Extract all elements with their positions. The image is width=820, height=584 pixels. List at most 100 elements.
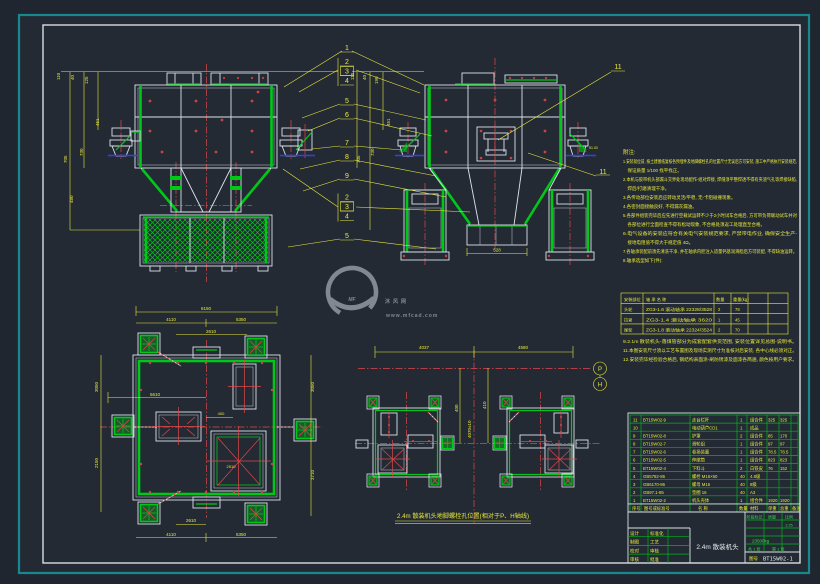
dim-label: 5350: [236, 532, 247, 537]
bom-cell: A3: [750, 490, 756, 495]
balloon-11b: 11: [599, 169, 606, 176]
anchor-pad: [244, 502, 268, 526]
balloon-11a: 11: [614, 64, 621, 71]
bearing-header-cell: 重量(kg): [733, 296, 749, 303]
bom-cell: 组合件: [750, 432, 764, 439]
balloon-1: 1: [345, 45, 349, 52]
bom-cell: 组合件: [750, 441, 764, 448]
bearing-header-cell: 轴 承 名 称: [646, 296, 666, 303]
bearing-header-cell: 安装部位: [624, 296, 641, 303]
bom-cell: GB6170-86: [643, 482, 666, 487]
bom-cell: GB5782-86: [643, 474, 666, 479]
right-leg: [545, 167, 595, 261]
bolt-dots: [148, 90, 260, 154]
note-line: 12.安装完毕经检验合格后, 钢结构表面涂-刷防锈漆及面漆各两遍, 颜色按用户要…: [623, 356, 797, 363]
bom-header: 序号图号或标准号名 称数量材料单重总重备注: [632, 505, 801, 512]
anchor-pad: [244, 335, 268, 359]
sign-label: 设计: [630, 530, 639, 537]
note-line: 保证质量 1/100 找平找正。: [623, 167, 682, 174]
note-line: 各部位进行全面检查不得有松动现象, 不合格处须返工处理直至合格。: [623, 221, 765, 228]
bom-cell: 3: [633, 482, 636, 487]
bom-cell: 走台栏杆: [692, 416, 710, 423]
bom-cell: 78.5: [780, 450, 789, 455]
bom-cell: 5: [633, 466, 636, 471]
bom-cell: GB97.1-85: [643, 490, 664, 495]
dim-label: 40: [70, 74, 75, 80]
bom-cell: BT15W02-7: [643, 442, 667, 447]
bearing-cell: 头轮: [624, 306, 633, 313]
technical-notes: 附注: 1.安装就位前, 按土建图纸复核各预埋件及地脚螺栓孔的位置尺寸无误后方可…: [620, 148, 798, 363]
dim-label: 451: [386, 118, 391, 126]
front-view: 110 40 125 451 705 730 480: [56, 64, 338, 282]
bom-cell: 组合件: [750, 457, 764, 464]
bom-cell: BT15W02-9: [643, 417, 667, 422]
watermark-brand: 沐风网: [385, 298, 409, 305]
bom-header-cell: 材料: [750, 505, 759, 512]
notes-title: 附注:: [623, 148, 636, 156]
bom-cell: 6: [633, 458, 636, 463]
dim-label: 730: [370, 148, 375, 156]
mfcad-logo-icon: MF +: [325, 265, 379, 319]
dim-label: 410: [482, 401, 487, 409]
note-line: 9.2.1m 散装机头-落煤管部分为成套配套供货范围, 安装位置详见总图-说明书…: [623, 338, 797, 345]
foundation-caption: 2.4m 散装机头地脚螺栓孔位置(相对于P、H轴线): [397, 512, 529, 520]
dim-label: 190: [374, 76, 379, 84]
dim-label: 3710: [310, 469, 315, 480]
dim-label: 4110: [166, 532, 176, 537]
left-leg: [400, 167, 450, 261]
anchor-pad: [293, 418, 317, 442]
note-line: 1.安装就位前, 按土建图纸复核各预埋件及地脚螺栓孔的位置尺寸无误后方可安装, …: [623, 158, 797, 165]
bom-cell: 9: [633, 433, 636, 438]
bearing-cell: 78: [735, 307, 740, 312]
bom-cell: 1920: [768, 498, 778, 503]
sheets-total: 共 1 张: [748, 546, 760, 552]
bom-header-cell: 名 称: [698, 505, 708, 512]
drawing-no-value: BT15W02-1: [763, 557, 793, 563]
dim-label: 3050: [94, 381, 99, 392]
bom-header-cell: 序号: [632, 505, 641, 512]
balloon-3: 3: [345, 69, 349, 76]
center-window: [476, 125, 516, 163]
stage-label: 阶段标记: [747, 514, 763, 520]
dim-label: 528: [493, 248, 501, 253]
watermark: MF + 沐风网 www.mfcad.com: [325, 265, 437, 319]
dim-label: 110: [56, 72, 61, 80]
bearing-cell: ZG3-1.6 滚动轴承 22328/3528: [646, 306, 713, 313]
bom-cell: BT15W02-2: [643, 498, 667, 503]
bom-grid: [628, 414, 800, 513]
bearing-cell: 2: [718, 328, 721, 333]
bom-cell: 170: [780, 433, 788, 438]
sheet-number: 第 1 张: [772, 546, 784, 552]
bom-cell: 卷扬装置: [692, 449, 710, 456]
note-line: 5.各部件组装完毕后应先进行空载试运转不少于2小时试车合格后, 方可带负荷联动试…: [623, 212, 797, 219]
bom-cell: 1: [633, 498, 636, 503]
note-line: 3.各传动部位安装后应转动灵活/平稳, 无-卡阻碰撞现象。: [623, 194, 736, 201]
bom-cell: 78.5: [768, 450, 777, 455]
logo-letters: MF: [348, 297, 356, 303]
dim-label: 2510: [227, 464, 237, 469]
plan-view: 6150 4110 5350 2610 5610 400 2510 2610 4…: [94, 306, 322, 542]
drawing-no-label: 图号: [749, 556, 758, 562]
bom-cell: 组合件: [750, 449, 764, 456]
dim-label: 6150: [201, 306, 212, 311]
bom-cell: 4.8级: [750, 473, 761, 480]
dim-label: 400: [454, 404, 459, 412]
bom-cell: 85: [768, 433, 773, 438]
bom-cell: 1: [740, 442, 743, 447]
scale-value: 1:25: [785, 523, 794, 528]
bom-cell: 护罩: [692, 432, 701, 439]
sign-label: 审核: [650, 547, 659, 554]
sign-label: 标准化: [650, 530, 664, 537]
bom-cell: 白铁皮: [750, 465, 764, 472]
note-line: 6.电气设备的安装应符合有关电气安装规范要求, 严禁带电作业, 确保安全生产-: [623, 230, 798, 237]
dim-label: 705: [356, 155, 361, 163]
balloon-8: 8: [345, 154, 349, 161]
bolt-dots: [444, 98, 547, 154]
inner-frame-c: [206, 426, 271, 496]
note-line: 2.本机与胶带机头部漏斗交界处现场配作-组对焊接, 焊缝须平整焊透不得有夹渣气孔…: [623, 176, 797, 183]
inner-border: [42, 24, 801, 564]
